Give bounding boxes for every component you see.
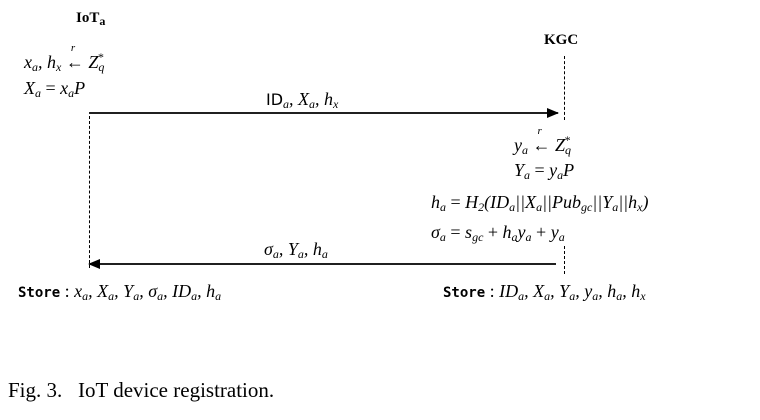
kgc-store: Store : IDa, Xa, Ya, ya, ha, hx [443, 281, 646, 303]
caption-label: Fig. 3. [8, 378, 63, 402]
iot-random-step: xa, hx r← Zq* [24, 42, 105, 74]
kgc-sigma-step: σa = sgc + haya + ya [431, 222, 565, 244]
figure-caption: Fig. 3. IoT device registration. [8, 378, 274, 403]
caption-text: IoT device registration. [78, 378, 275, 402]
message-to-kgc-label: IDa, Xa, hx [266, 89, 339, 111]
kgc-lifeline-bottom [564, 246, 565, 274]
kgc-random-step: ya r← Zq* [514, 125, 572, 157]
iot-public-key-step: Xa = xaP [24, 78, 86, 100]
message-to-iot-label: σa, Ya, ha [264, 239, 328, 261]
iot-lifeline [89, 116, 90, 268]
kgc-hash-step: ha = H2(IDa||Xa||Pubgc||Ya||hx) [431, 192, 649, 214]
iot-store: Store : xa, Xa, Ya, σa, IDa, ha [18, 281, 222, 303]
party-kgc-label: KGC [544, 32, 579, 48]
party-iot-label: IoTa [76, 10, 106, 28]
kgc-public-key-step: Ya = yaP [514, 160, 575, 182]
kgc-lifeline-top [564, 56, 565, 120]
